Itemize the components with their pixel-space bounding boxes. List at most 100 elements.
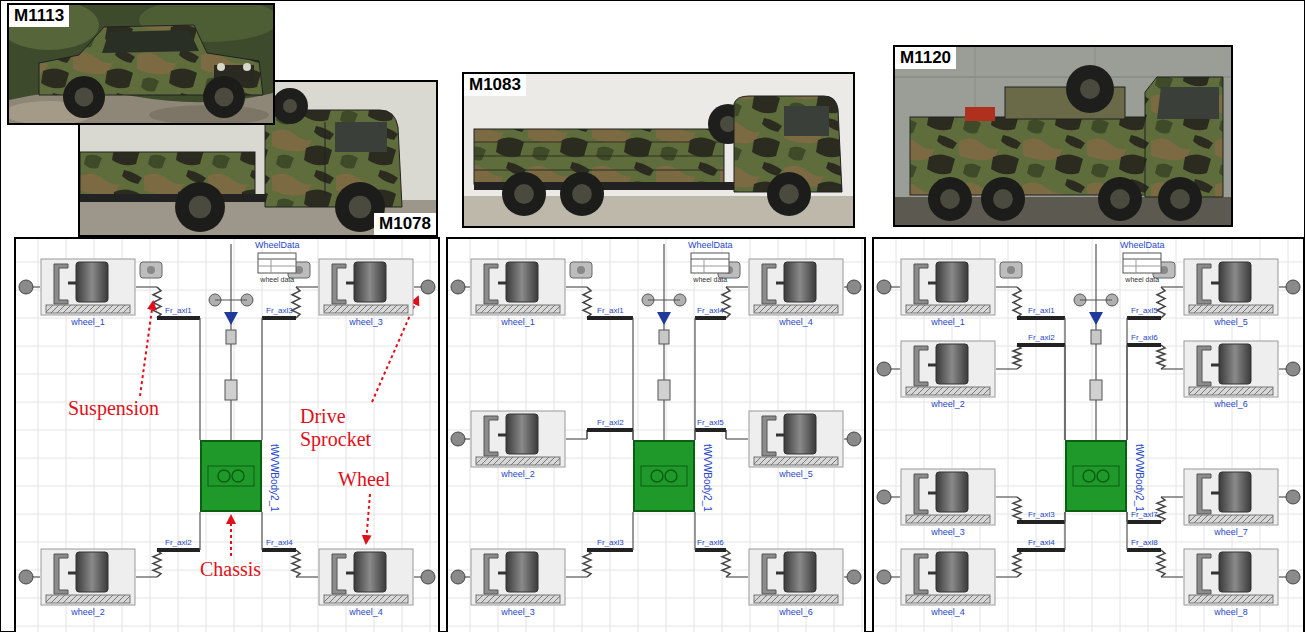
vehicle-label: M1078	[374, 213, 436, 235]
axle-label: Fr_axl7	[1131, 510, 1158, 520]
icon-frame	[749, 549, 843, 605]
axle-label: Fr_axl4	[697, 306, 724, 316]
tire	[1219, 262, 1251, 302]
connection-wire	[261, 512, 262, 550]
wheel-block: wheel_2	[40, 548, 136, 618]
drive-sprocket	[877, 280, 891, 294]
drawing-part	[258, 253, 296, 273]
photo-detail	[1157, 87, 1219, 119]
tire	[1219, 344, 1251, 384]
grid-line	[448, 626, 864, 627]
axle-label: Fr_axl6	[1131, 333, 1158, 343]
drive-sprocket	[19, 570, 33, 584]
steer-block	[225, 380, 237, 400]
wheel-label: wheel_4	[900, 606, 996, 618]
photo-detail	[243, 63, 251, 71]
connection-wire	[296, 576, 318, 577]
photo-detail	[940, 189, 960, 209]
grid-line	[150, 239, 151, 632]
steer-block	[1091, 330, 1101, 344]
ground	[906, 387, 990, 395]
steer-block	[659, 330, 669, 344]
suspension-spring	[1157, 550, 1165, 577]
ground	[1189, 595, 1273, 603]
grid-line	[16, 346, 438, 347]
tire	[1219, 472, 1251, 512]
photo-detail	[514, 184, 534, 204]
drive-sprocket	[847, 432, 861, 446]
icon-frame	[319, 549, 413, 605]
callout-label: Chassis	[200, 558, 261, 581]
photo-detail	[63, 76, 105, 118]
photo-detail	[572, 184, 592, 204]
vehicle-photo: M1120	[893, 45, 1233, 227]
connection-wire	[632, 318, 633, 440]
axle-label: Fr_axl6	[697, 538, 724, 548]
ground	[754, 595, 838, 603]
photo-detail	[1158, 177, 1202, 221]
photo-detail	[265, 110, 402, 207]
wheel-icon	[470, 258, 566, 316]
grid-line	[638, 239, 639, 632]
grid-line	[1064, 239, 1065, 632]
drive-sprocket	[421, 570, 435, 584]
tire	[784, 414, 816, 454]
wheel-icon	[1183, 258, 1279, 316]
callout-leader	[140, 302, 153, 396]
table-caption: wheel data	[1120, 275, 1165, 284]
drive-sprocket	[877, 362, 891, 376]
grid-line	[262, 239, 263, 632]
icon-frame	[1184, 341, 1278, 397]
wheel-bracket	[484, 264, 498, 304]
drawing-part	[218, 470, 230, 482]
grid-line	[694, 239, 695, 632]
steer-block	[658, 380, 670, 400]
tire	[936, 472, 968, 512]
ground	[1189, 305, 1273, 313]
axle-bar	[587, 316, 633, 320]
axle-bar	[1127, 316, 1161, 320]
connection-wire	[296, 286, 318, 287]
photo-detail	[215, 88, 234, 107]
photo-detail	[1110, 189, 1130, 209]
wheel-bracket	[332, 554, 346, 594]
axle-label: Fr_axl8	[1131, 538, 1158, 548]
grid-line	[874, 626, 1303, 627]
table-name: WheelData	[255, 240, 300, 251]
drive-sprocket	[877, 570, 891, 584]
photo-detail	[325, 122, 326, 197]
wheel-axle	[928, 572, 936, 575]
wheel-bracket	[762, 264, 776, 304]
connection-wire	[1126, 318, 1127, 440]
suspension-spring	[1013, 287, 1021, 318]
tire	[936, 552, 968, 592]
icon-frame	[41, 549, 135, 605]
tire	[354, 552, 386, 592]
drive-sprocket	[1286, 490, 1300, 504]
photo-detail	[1066, 65, 1114, 113]
connection-wire	[136, 576, 157, 577]
wheel-bracket	[1197, 554, 1211, 594]
wheel-bracket	[54, 554, 68, 594]
suspension-spring	[292, 287, 300, 318]
connection-wire	[199, 512, 200, 550]
connection-wire	[996, 286, 1017, 287]
tire	[76, 552, 108, 592]
photo-detail	[474, 142, 724, 143]
wheel-axle	[776, 572, 784, 575]
ground	[754, 305, 838, 313]
connection-wire	[694, 318, 695, 440]
ground	[906, 515, 990, 523]
connection-wire	[566, 286, 587, 287]
tire	[76, 262, 108, 302]
wheel-bracket	[484, 554, 498, 594]
grid-line	[582, 239, 583, 632]
photo-detail	[175, 182, 225, 232]
grid-line	[16, 374, 438, 375]
suspension-spring	[1157, 287, 1165, 318]
drawing-part	[258, 259, 296, 260]
chassis-icon	[202, 442, 260, 510]
wheel-icon	[470, 410, 566, 468]
grid-line	[16, 542, 438, 543]
wheel-label: wheel_5	[1183, 316, 1279, 328]
